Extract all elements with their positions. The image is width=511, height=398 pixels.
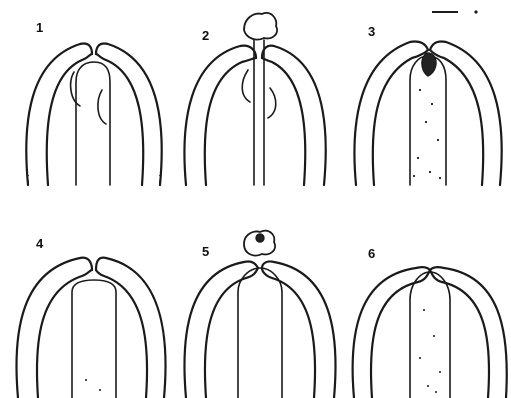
panel-label: 3 bbox=[368, 24, 375, 39]
panel-label: 2 bbox=[202, 28, 209, 43]
panel-label: 6 bbox=[368, 246, 375, 261]
extrusion-blob bbox=[244, 13, 277, 40]
stipple bbox=[419, 309, 441, 393]
stained-tip bbox=[422, 53, 436, 76]
panel-2: 2 bbox=[184, 13, 325, 185]
panel-3: 3 bbox=[354, 24, 501, 185]
panel-4: 4 bbox=[16, 236, 165, 398]
panel-6: 6 bbox=[353, 246, 507, 398]
scale-bar bbox=[432, 10, 478, 13]
panel-label: 5 bbox=[202, 244, 209, 259]
panel-label: 4 bbox=[36, 236, 44, 251]
panel-label: 1 bbox=[36, 20, 43, 35]
panel-1: 1 bbox=[26, 20, 161, 185]
panel-5: 5 bbox=[184, 231, 335, 398]
dark-core bbox=[256, 234, 264, 242]
stipple bbox=[85, 379, 101, 391]
stipple bbox=[413, 89, 441, 179]
